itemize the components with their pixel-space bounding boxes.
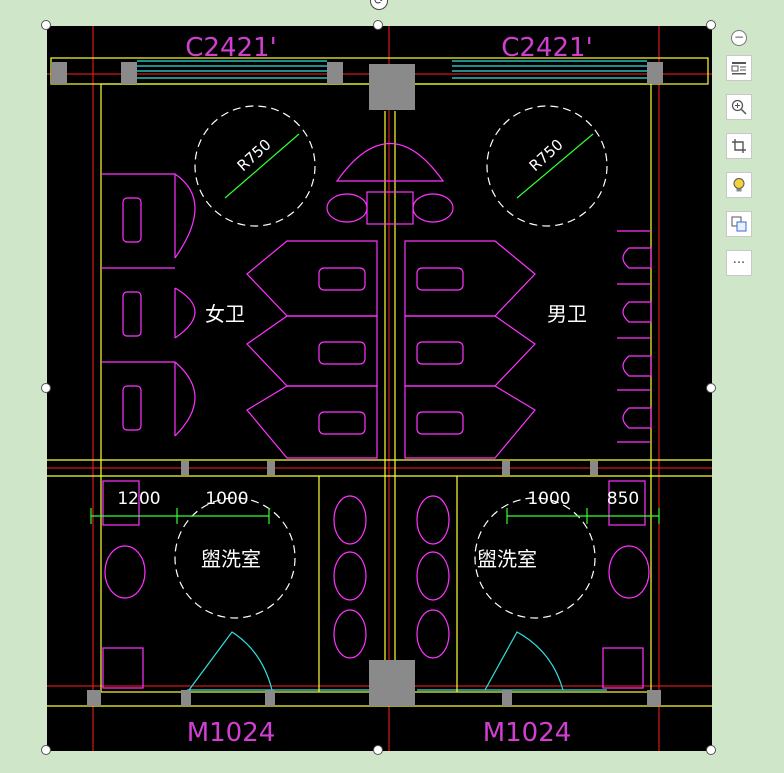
resize-handle-top-center[interactable] xyxy=(373,20,383,30)
zoom-in-icon xyxy=(731,99,747,115)
room-label-mens-toilet: 男卫 xyxy=(547,302,587,326)
resize-handle-bottom-left[interactable] xyxy=(41,745,51,755)
dimension-1000-left: 1000 xyxy=(205,489,248,509)
cad-image[interactable]: C2421' C2421' R750 R750 女卫 男卫 盥洗室 盥洗室 12… xyxy=(47,26,712,751)
window-strips xyxy=(137,60,647,691)
columns xyxy=(51,62,663,706)
door-label-left: M1024 xyxy=(187,718,276,748)
rotate-handle-icon[interactable]: ⟳ xyxy=(370,0,388,10)
layout-icon xyxy=(731,62,746,75)
room-label-washroom-left: 盥洗室 xyxy=(201,547,261,571)
room-label-womens-toilet: 女卫 xyxy=(205,302,245,326)
ideas-button[interactable] xyxy=(726,172,752,198)
crop-icon xyxy=(732,139,746,153)
window-label-left: C2421' xyxy=(185,33,276,63)
turning-circles xyxy=(174,105,608,619)
room-label-washroom-right: 盥洗室 xyxy=(477,547,537,571)
dimension-1000-right: 1000 xyxy=(527,489,570,509)
minus-circle-icon[interactable]: − xyxy=(731,30,747,46)
resize-handle-middle-left[interactable] xyxy=(41,383,51,393)
fixtures xyxy=(101,143,652,689)
radius-lines xyxy=(224,133,594,199)
layout-options-button[interactable] xyxy=(726,55,752,81)
dimension-1200: 1200 xyxy=(117,489,160,509)
crop-button[interactable] xyxy=(726,133,752,159)
more-button[interactable]: ··· xyxy=(726,250,752,276)
more-icon: ··· xyxy=(732,255,746,271)
resize-handle-top-left[interactable] xyxy=(41,20,51,30)
lightbulb-icon xyxy=(733,178,745,192)
dimension-850: 850 xyxy=(607,489,639,509)
resize-handle-top-right[interactable] xyxy=(706,20,716,30)
translate-icon xyxy=(731,216,747,232)
door-label-right: M1024 xyxy=(483,718,572,748)
resize-handle-bottom-right[interactable] xyxy=(706,745,716,755)
dimension-lines xyxy=(90,508,660,524)
zoom-in-button[interactable] xyxy=(726,94,752,120)
door-arcs xyxy=(188,631,564,691)
translate-button[interactable] xyxy=(726,211,752,237)
resize-handle-middle-right[interactable] xyxy=(706,383,716,393)
window-label-right: C2421' xyxy=(501,33,592,63)
resize-handle-bottom-center[interactable] xyxy=(373,745,383,755)
